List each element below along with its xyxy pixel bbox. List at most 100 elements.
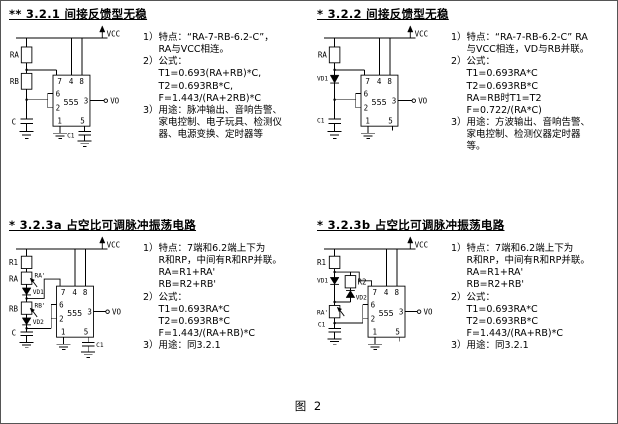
notes-3-2-1: 1） 特点：“RA-7-RB-6.2-C”， RA与VCC相连。 2） 公式： … bbox=[141, 24, 309, 165]
circuit-diagram-3-2-2: VCC RA VD1 C1 555 7 4 8 bbox=[317, 25, 429, 139]
pin-8: 8 bbox=[387, 77, 392, 86]
c1-label: C1 bbox=[67, 133, 75, 140]
pin-3: 3 bbox=[399, 307, 404, 316]
chip-555 bbox=[360, 74, 399, 127]
note-item: 3） 用途：同3.2.1 bbox=[451, 340, 613, 352]
junction-dot bbox=[25, 327, 28, 330]
resistor-r1 bbox=[20, 255, 33, 269]
wires bbox=[324, 37, 416, 134]
junction-dot bbox=[333, 300, 336, 304]
chip-label: 555 bbox=[372, 97, 387, 107]
pin-4: 4 bbox=[72, 288, 77, 297]
potentiometer-ra-prime bbox=[328, 305, 345, 319]
pin-7: 7 bbox=[372, 288, 377, 297]
note-item: 2） 公式： T1=0.693RA*C T2=0.693RB*C F=1.443… bbox=[451, 292, 613, 341]
pin-2: 2 bbox=[364, 103, 369, 112]
vd1-label: VD1 bbox=[317, 278, 328, 285]
note-number: 3） bbox=[451, 340, 467, 352]
vd1-label: VD1 bbox=[33, 289, 44, 296]
pin-7: 7 bbox=[365, 77, 370, 86]
diode-vd2 bbox=[21, 317, 32, 326]
diode-vd2 bbox=[345, 290, 356, 298]
note-text: 公式： T1=0.693RA*C T2=0.693RB*C F=1.443/(R… bbox=[158, 291, 255, 340]
pin7-wire bbox=[26, 278, 61, 299]
vo-label: VO bbox=[110, 96, 119, 105]
note-text: 特点：7端和6.2端上下为 R和RP，中间有R和RP并联。 RA=R1+RA' … bbox=[466, 243, 590, 291]
note-number: 1） bbox=[451, 243, 467, 254]
pin-2: 2 bbox=[56, 103, 61, 112]
chip-555 bbox=[52, 74, 91, 127]
output-terminal bbox=[411, 98, 416, 103]
vd2-label: VD2 bbox=[33, 319, 44, 326]
section-content: VCC RA RB C 555 7 4 8 6 2 3 bbox=[9, 24, 309, 165]
junction-dot bbox=[333, 98, 336, 102]
pin-4: 4 bbox=[69, 77, 74, 86]
pin-2: 2 bbox=[59, 314, 64, 323]
section-content: VCC RA VD1 C1 555 7 4 8 bbox=[317, 24, 613, 165]
pin7-wire bbox=[334, 271, 372, 287]
note-item: 1） 特点：7端和6.2端上下为 R和RP，中间有R和RP并联。 RA=R1+R… bbox=[451, 243, 613, 292]
capacitor-c1 bbox=[78, 131, 91, 136]
note-number: 1） bbox=[143, 32, 159, 43]
vcc-arrow-icon bbox=[99, 236, 106, 250]
note-number: 3） bbox=[143, 104, 159, 116]
pin-8: 8 bbox=[79, 77, 84, 86]
ground-symbol bbox=[77, 140, 92, 147]
pin-1: 1 bbox=[365, 117, 370, 126]
pin-8: 8 bbox=[83, 288, 88, 297]
junction-dot bbox=[25, 98, 28, 102]
ra-prime-label: RA' bbox=[317, 309, 328, 316]
ground-symbol bbox=[327, 338, 342, 345]
note-item: 3） 用途：方波输出、音响告警、 家电控制、检测仪器定时器 等。 bbox=[451, 117, 613, 153]
capacitor-c1 bbox=[328, 118, 341, 124]
section-3-2-1: ** 3.2.1 间接反馈型无稳 bbox=[9, 6, 309, 165]
section-title: * 3.2.3b 占空比可调脉冲振荡电路 bbox=[317, 218, 505, 232]
note-text: 用途：方波输出、音响告警、 家电控制、检测仪器定时器 等。 bbox=[466, 117, 591, 153]
capacitor-c bbox=[20, 118, 33, 124]
ra-label: RA bbox=[10, 51, 19, 60]
note-number: 2） bbox=[451, 291, 467, 303]
note-text: 特点：“RA-7-RB-6.2-C”， RA与VCC相连。 bbox=[158, 32, 274, 56]
c-label: C bbox=[12, 117, 17, 126]
ra-label: RA bbox=[318, 51, 327, 60]
vo-label: VO bbox=[423, 307, 432, 316]
r1-label: R1 bbox=[317, 258, 326, 267]
pin-6: 6 bbox=[371, 300, 376, 309]
pin-5: 5 bbox=[395, 328, 400, 337]
junction-dot bbox=[25, 297, 28, 300]
diode-vd1 bbox=[329, 74, 340, 84]
output-terminal bbox=[416, 309, 422, 314]
ground-symbol bbox=[19, 131, 34, 139]
note-text: 公式： T1=0.693RA*C T2=0.693RB*C F=1.443/(R… bbox=[466, 291, 563, 340]
section-content: VCC R1 VD1 R2 VD2 bbox=[317, 235, 613, 376]
note-item: 1） 特点：7端和6.2端上下为 R和RP，中间有R和RP并联。 RA=R1+R… bbox=[143, 243, 309, 292]
wires bbox=[324, 248, 418, 345]
pin-3: 3 bbox=[392, 96, 397, 105]
section-title: ** 3.2.1 间接反馈型无稳 bbox=[9, 7, 148, 21]
vcc-label: VCC bbox=[415, 29, 429, 38]
section-3-2-3a: * 3.2.3a 占空比可调脉冲振荡电路 bbox=[9, 217, 309, 376]
pin-5: 5 bbox=[388, 117, 393, 126]
chip-555 bbox=[56, 285, 94, 338]
junction-dot bbox=[333, 68, 336, 72]
junction-dot bbox=[333, 270, 336, 274]
pin-3: 3 bbox=[87, 307, 92, 316]
note-text: 用途：脉冲输出、音响告警、 家电控制、电子玩具、检测仪 器、电源变换、定时器等 bbox=[158, 104, 283, 141]
capacitor-c1 bbox=[328, 327, 341, 333]
pin-3: 3 bbox=[84, 96, 89, 105]
chip-label: 555 bbox=[379, 308, 394, 318]
note-item: 2） 公式： T1=0.693(RA+RB)*C, T2=0.693RB*C, … bbox=[143, 56, 309, 105]
pin-1: 1 bbox=[61, 328, 66, 337]
pin-4: 4 bbox=[384, 288, 389, 297]
section-title: * 3.2.2 间接反馈型无稳 bbox=[317, 7, 449, 21]
pin-6: 6 bbox=[56, 89, 61, 98]
diode-vd1 bbox=[329, 277, 340, 285]
rb-label: RB bbox=[9, 305, 18, 314]
note-text: 特点：“RA-7-RB-6.2-C” RA 与VCC相连，VD与RB并联。 bbox=[466, 32, 590, 56]
vcc-arrow-icon bbox=[407, 236, 414, 250]
resistor-rb bbox=[20, 72, 33, 90]
chip-label: 555 bbox=[67, 308, 82, 318]
rb-prime-label: RB' bbox=[35, 302, 46, 309]
wires bbox=[16, 248, 108, 353]
